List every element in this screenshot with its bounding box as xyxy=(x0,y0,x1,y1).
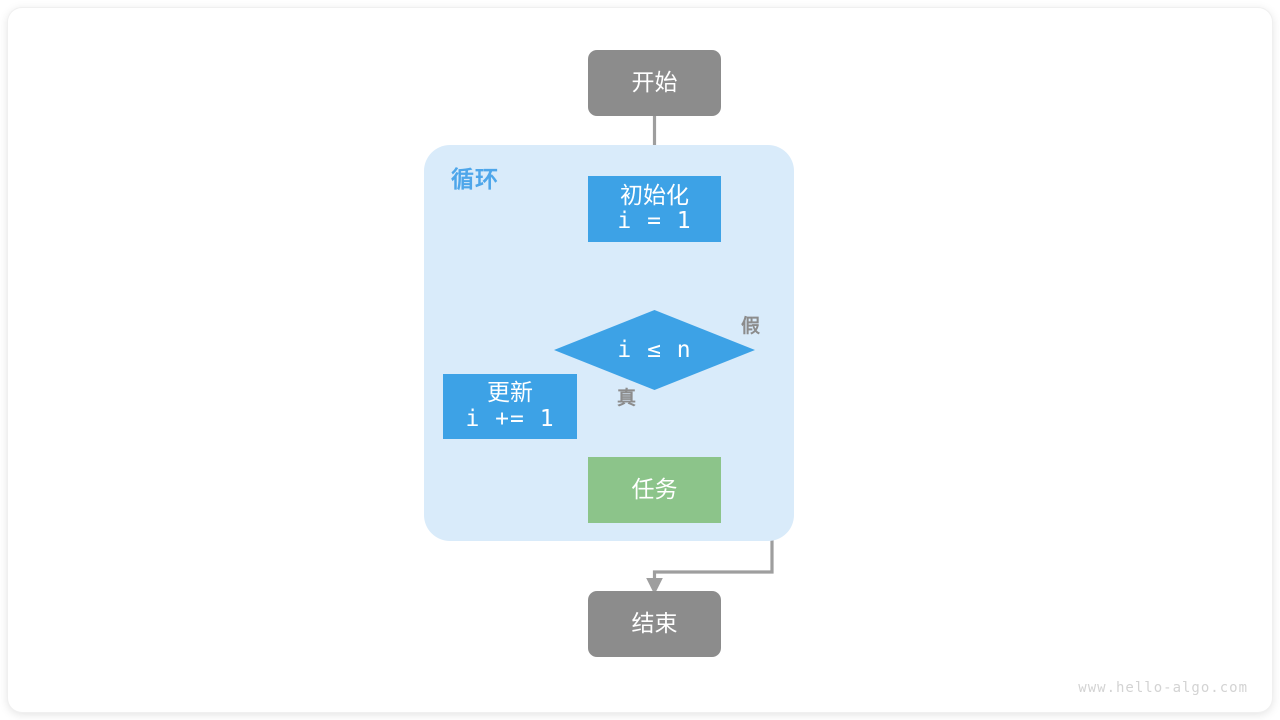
node-update[interactable]: 更新 i += 1 xyxy=(443,374,577,439)
node-task[interactable]: 任务 xyxy=(588,457,721,523)
edge-label-false: 假 xyxy=(741,316,761,337)
node-start[interactable]: 开始 xyxy=(588,50,721,116)
node-update-label-top: 更新 xyxy=(487,379,533,406)
node-end[interactable]: 结束 xyxy=(588,591,721,657)
node-update-label-bottom: i += 1 xyxy=(465,405,555,432)
node-init[interactable]: 初始化 i = 1 xyxy=(588,176,721,242)
node-start-label: 开始 xyxy=(631,69,678,96)
node-end-label: 结束 xyxy=(631,610,678,637)
loop-container-label: 循环 xyxy=(451,166,499,192)
node-task-label: 任务 xyxy=(631,476,678,503)
node-decision-label: i ≤ n xyxy=(617,337,692,363)
watermark-url: www.hello-algo.com xyxy=(1078,680,1248,696)
node-init-label-bottom: i = 1 xyxy=(617,208,692,235)
edge-label-true: 真 xyxy=(617,388,637,409)
node-init-label-top: 初始化 xyxy=(620,181,689,208)
node-decision[interactable]: i ≤ n xyxy=(554,310,755,390)
